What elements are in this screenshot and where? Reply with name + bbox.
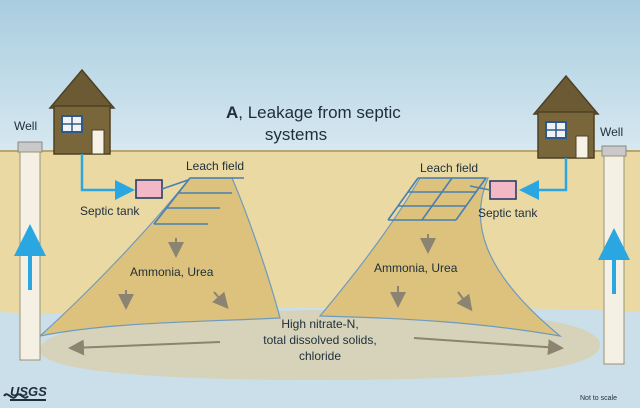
- septic-tank-left: [135, 179, 163, 199]
- leach-field-left: [153, 177, 244, 225]
- leach-field-right: [387, 177, 487, 221]
- groundwater-label-line1: High nitrate-N,: [281, 317, 358, 331]
- septic-system-right: [469, 158, 568, 200]
- scale-note: Not to scale: [580, 395, 617, 402]
- septic-tank-right-label: Septic tank: [478, 206, 538, 220]
- plume-left-label: Ammonia, Urea: [130, 265, 214, 279]
- leach-field-left-label: Leach field: [186, 159, 244, 173]
- well-right: [598, 145, 630, 365]
- plume-flow-arrows: [118, 234, 473, 312]
- leach-field-right-label: Leach field: [420, 161, 478, 175]
- nitrate-plume: [40, 309, 600, 380]
- plume-right-label: Ammonia, Urea: [374, 261, 458, 275]
- groundwater-flow-arrows: [68, 337, 564, 356]
- usgs-logo: USGS: [3, 384, 47, 401]
- groundwater-label-line3: chloride: [299, 349, 341, 363]
- svg-text:USGS: USGS: [10, 384, 47, 399]
- house-right: [532, 74, 600, 159]
- diagram-title-line2: systems: [265, 125, 327, 144]
- plume-right: [318, 177, 563, 337]
- well-left: [14, 141, 46, 361]
- diagram-title: A, Leakage from septic: [226, 103, 401, 122]
- septic-tank-left-label: Septic tank: [80, 204, 140, 218]
- septic-system-left: [80, 154, 189, 200]
- well-right-label: Well: [600, 125, 623, 139]
- groundwater-label-line2: total dissolved solids,: [263, 333, 376, 347]
- septic-tank-right: [489, 180, 517, 200]
- house-left: [48, 68, 116, 155]
- well-left-label: Well: [14, 119, 37, 133]
